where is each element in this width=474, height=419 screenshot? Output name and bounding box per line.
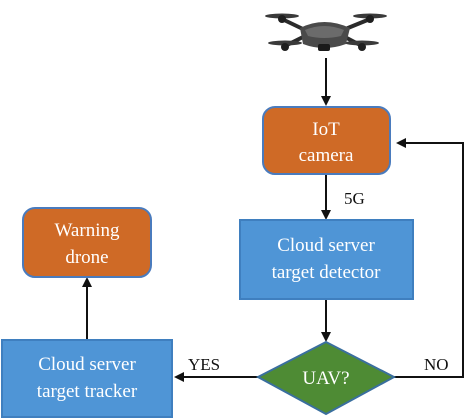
warning-drone-label-line2: drone [65, 247, 108, 268]
cloud-tracker-label-line1: Cloud server [38, 354, 136, 375]
uav-decision-node: UAV? [255, 340, 397, 416]
cloud-detector-node: Cloud server target detector [239, 219, 414, 300]
cloud-tracker-label-line2: target tracker [37, 381, 138, 402]
edge-label-yes: YES [188, 355, 220, 374]
iot-camera-node: IoT camera [262, 106, 391, 175]
warning-drone-label-line1: Warning [55, 220, 120, 241]
iot-camera-label-line2: camera [299, 145, 354, 166]
warning-drone-node: Warning drone [22, 207, 152, 278]
arrow-decision-loop-to-camera [394, 138, 464, 378]
connectors [82, 58, 464, 382]
cloud-tracker-node: Cloud server target tracker [1, 339, 173, 418]
quadcopter-drone-icon [265, 13, 387, 51]
uav-decision-label: UAV? [302, 368, 349, 389]
cloud-detector-label-line2: target detector [272, 262, 382, 283]
cloud-detector-label-line1: Cloud server [277, 235, 375, 256]
iot-camera-label-line1: IoT [312, 119, 340, 140]
edge-label-no: NO [424, 355, 449, 374]
edge-label-5g: 5G [344, 189, 365, 208]
